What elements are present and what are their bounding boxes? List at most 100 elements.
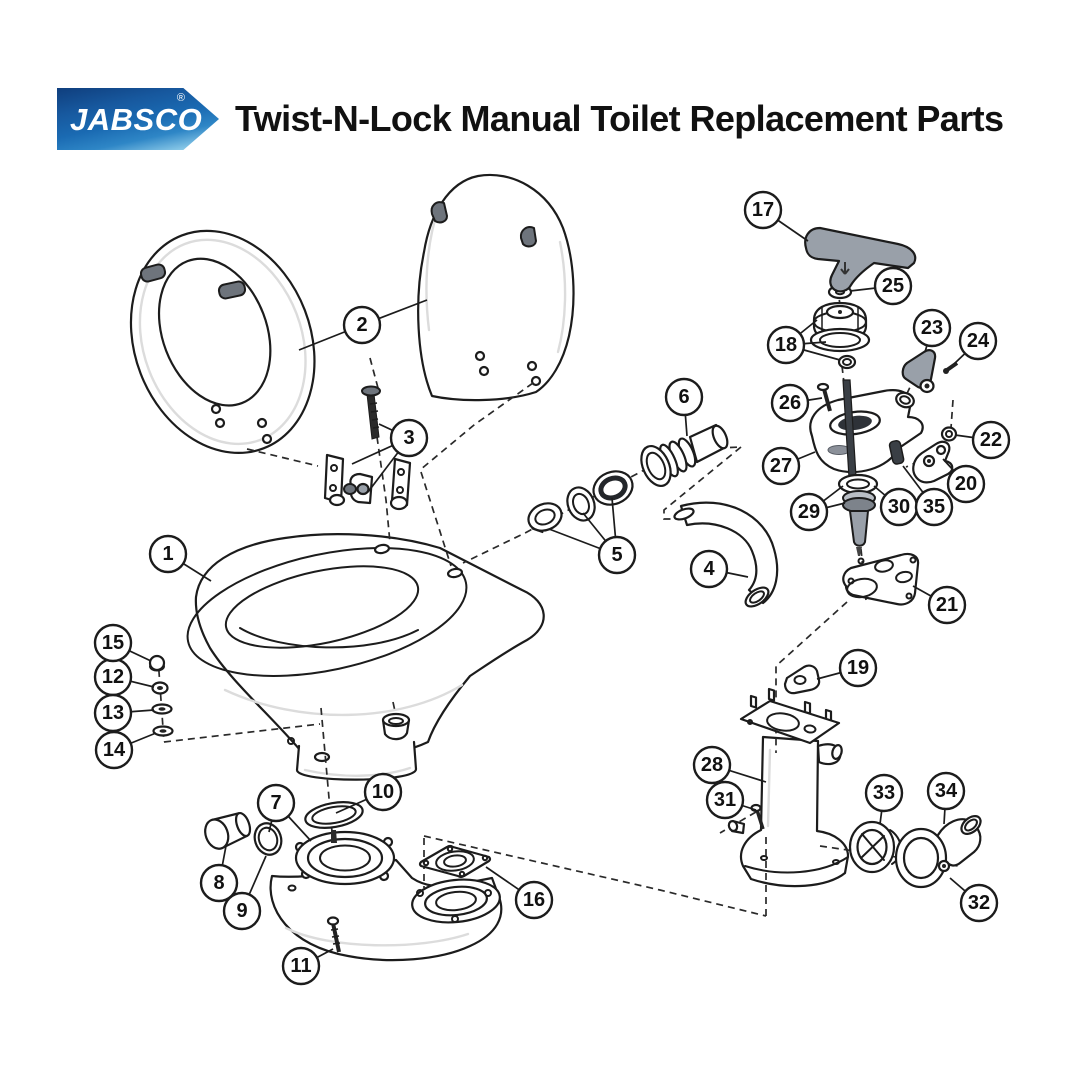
toilet-lid bbox=[417, 173, 575, 402]
svg-text:29: 29 bbox=[798, 501, 820, 523]
svg-text:24: 24 bbox=[967, 330, 990, 352]
svg-text:5: 5 bbox=[611, 544, 622, 566]
callout-26: 26 bbox=[770, 383, 823, 423]
callout-17: 17 bbox=[743, 190, 809, 242]
svg-text:19: 19 bbox=[847, 657, 869, 679]
callout-27: 27 bbox=[761, 446, 816, 486]
lock-nut bbox=[940, 426, 958, 442]
callout-4: 4 bbox=[689, 549, 749, 589]
callouts: 1234567891011121314151617181920212223242… bbox=[93, 190, 1011, 986]
callout-3: 3 bbox=[351, 418, 429, 493]
callout-14: 14 bbox=[94, 730, 157, 770]
svg-text:18: 18 bbox=[775, 334, 797, 356]
mounting-clip bbox=[783, 664, 821, 695]
callout-5: 5 bbox=[548, 497, 637, 575]
svg-text:21: 21 bbox=[936, 594, 958, 616]
svg-text:28: 28 bbox=[701, 754, 723, 776]
svg-text:34: 34 bbox=[935, 780, 958, 802]
page-title: Twist-N-Lock Manual Toilet Replacement P… bbox=[235, 98, 1004, 139]
callout-31: 31 bbox=[705, 780, 757, 820]
pump-handle bbox=[804, 226, 917, 293]
pump-cylinder-flange bbox=[739, 687, 843, 766]
base-mounting-bolt bbox=[326, 916, 341, 953]
callout-11: 11 bbox=[281, 946, 334, 986]
piston-assembly bbox=[837, 473, 879, 556]
svg-text:8: 8 bbox=[213, 872, 224, 894]
callout-35: 35 bbox=[902, 465, 954, 527]
callout-16: 16 bbox=[485, 866, 554, 920]
svg-text:17: 17 bbox=[752, 199, 774, 221]
svg-text:16: 16 bbox=[523, 889, 545, 911]
svg-text:13: 13 bbox=[102, 702, 124, 724]
svg-text:12: 12 bbox=[102, 666, 124, 688]
callout-6: 6 bbox=[664, 377, 704, 437]
callout-8: 8 bbox=[199, 845, 239, 903]
inlet-elbow-fitting bbox=[640, 423, 729, 487]
callout-10: 10 bbox=[335, 772, 403, 814]
callout-30: 30 bbox=[873, 485, 919, 527]
callout-9: 9 bbox=[222, 855, 267, 931]
svg-text:30: 30 bbox=[888, 496, 910, 518]
seat-hinge-hardware bbox=[323, 385, 412, 511]
svg-text:3: 3 bbox=[403, 427, 414, 449]
registered-trademark-icon: ® bbox=[176, 92, 185, 104]
svg-text:6: 6 bbox=[678, 386, 689, 408]
svg-text:22: 22 bbox=[980, 429, 1002, 451]
lever-screw bbox=[943, 361, 959, 374]
svg-text:35: 35 bbox=[923, 496, 945, 518]
svg-text:31: 31 bbox=[714, 789, 736, 811]
callout-33: 33 bbox=[864, 773, 904, 825]
handle-set-screw bbox=[816, 382, 832, 412]
svg-text:33: 33 bbox=[873, 782, 895, 804]
svg-text:25: 25 bbox=[882, 275, 904, 297]
valve-lever-bracket bbox=[912, 440, 954, 484]
callout-20: 20 bbox=[942, 458, 986, 504]
svg-text:23: 23 bbox=[921, 317, 943, 339]
discharge-elbow bbox=[894, 815, 982, 889]
page-header: JABSCO ® Twist-N-Lock Manual Toilet Repl… bbox=[57, 86, 1004, 152]
callout-28: 28 bbox=[692, 745, 767, 785]
pump-seal-cap bbox=[809, 301, 871, 370]
rubber-sleeve bbox=[888, 439, 905, 465]
callout-15: 15 bbox=[93, 623, 152, 663]
svg-text:11: 11 bbox=[290, 955, 311, 977]
callout-12: 12 bbox=[93, 657, 155, 697]
valve-cover-plate bbox=[418, 844, 492, 879]
callout-24: 24 bbox=[953, 321, 998, 365]
svg-text:7: 7 bbox=[270, 792, 281, 814]
base-gasket-ring bbox=[304, 801, 364, 829]
callout-1: 1 bbox=[148, 534, 212, 582]
svg-text:32: 32 bbox=[968, 892, 990, 914]
base-flange-assembly bbox=[204, 801, 501, 924]
callout-25: 25 bbox=[849, 266, 913, 306]
flush-plug bbox=[204, 811, 252, 850]
jabsco-logo: JABSCO ® bbox=[57, 88, 219, 150]
twist-lock-lever bbox=[901, 349, 937, 394]
o-ring bbox=[253, 822, 283, 856]
callout-29: 29 bbox=[789, 485, 846, 532]
callout-18: 18 bbox=[766, 319, 841, 365]
svg-text:4: 4 bbox=[703, 558, 715, 580]
toilet-seat bbox=[129, 229, 316, 454]
callout-34: 34 bbox=[926, 771, 966, 825]
callout-32: 32 bbox=[949, 877, 999, 923]
svg-text:10: 10 bbox=[372, 781, 394, 803]
svg-text:15: 15 bbox=[102, 632, 124, 654]
callout-22: 22 bbox=[954, 420, 1011, 460]
svg-text:9: 9 bbox=[236, 900, 247, 922]
callout-23: 23 bbox=[912, 308, 952, 353]
pump-base bbox=[739, 735, 850, 888]
joker-valve bbox=[848, 820, 902, 874]
jabsco-logo-text: JABSCO bbox=[70, 101, 203, 137]
svg-text:27: 27 bbox=[770, 455, 792, 477]
svg-text:2: 2 bbox=[356, 314, 367, 336]
lid-bumper bbox=[519, 226, 537, 248]
seat-bumper bbox=[139, 263, 247, 300]
svg-text:26: 26 bbox=[779, 392, 801, 414]
inlet-seal-kit bbox=[527, 470, 634, 534]
toilet-bowl bbox=[186, 533, 545, 781]
callout-7: 7 bbox=[256, 783, 312, 842]
svg-text:20: 20 bbox=[955, 473, 977, 495]
callout-13: 13 bbox=[93, 693, 155, 733]
